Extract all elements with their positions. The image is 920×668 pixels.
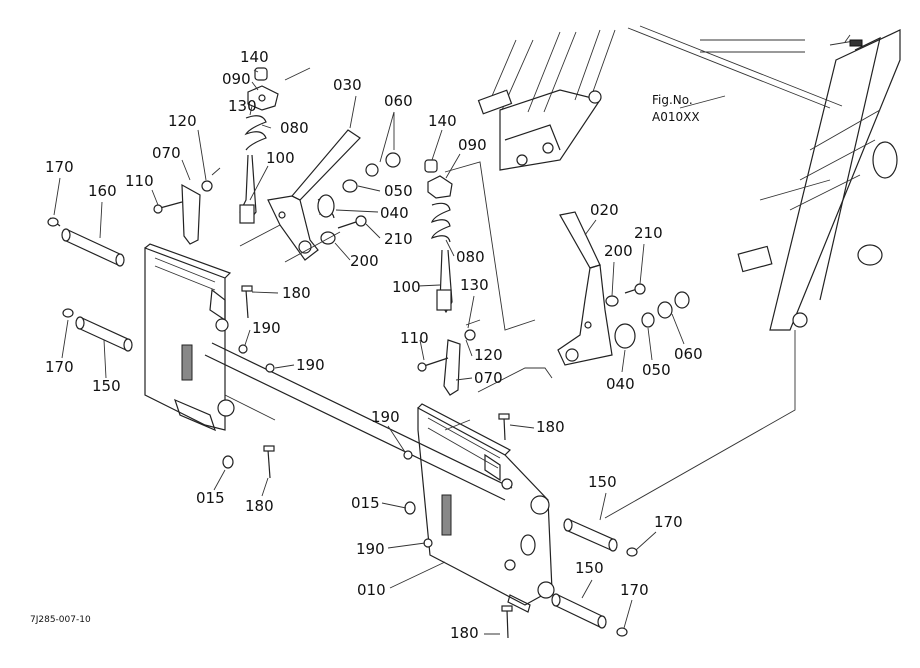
callout-110: 110 <box>125 172 154 190</box>
callout-040: 040 <box>606 375 635 393</box>
callout-090: 090 <box>458 136 487 154</box>
callout-130: 130 <box>460 276 489 294</box>
callout-160: 160 <box>88 182 117 200</box>
callout-170: 170 <box>45 358 74 376</box>
callout-140: 140 <box>428 112 457 130</box>
callout-170: 170 <box>654 513 683 531</box>
lever-020 <box>557 211 613 366</box>
callout-190: 190 <box>371 408 400 426</box>
callout-210: 210 <box>634 224 663 242</box>
pins-left <box>47 217 133 352</box>
callout-190: 190 <box>296 356 325 374</box>
callout-070: 070 <box>152 144 181 162</box>
callout-210: 210 <box>384 230 413 248</box>
callout-150: 150 <box>588 473 617 491</box>
callout-180: 180 <box>450 624 479 642</box>
callout-180: 180 <box>245 497 274 515</box>
callout-060: 060 <box>674 345 703 363</box>
cross-shaft <box>204 342 513 501</box>
callout-170: 170 <box>620 581 649 599</box>
leader-lines <box>53 69 685 635</box>
callout-170: 170 <box>45 158 74 176</box>
callout-030: 030 <box>333 76 362 94</box>
callout-040: 040 <box>380 204 409 222</box>
callout-labels: 140 090 130 080 120 070 100 110 170 160 … <box>45 48 703 642</box>
loader-frame <box>477 25 901 331</box>
callout-120: 120 <box>168 112 197 130</box>
callout-015: 015 <box>196 489 225 507</box>
figure-label: Fig.No. A010XX 7J285-007-10 <box>30 93 700 625</box>
callout-090: 090 <box>222 70 251 88</box>
right-hardware <box>417 159 690 396</box>
callout-080: 080 <box>280 119 309 137</box>
callout-150: 150 <box>92 377 121 395</box>
right-bracket-010 <box>417 403 555 613</box>
callout-015: 015 <box>351 494 380 512</box>
callout-190: 190 <box>252 319 281 337</box>
left-hardware <box>153 67 401 245</box>
callout-020: 020 <box>590 201 619 219</box>
callout-200: 200 <box>604 242 633 260</box>
callout-060: 060 <box>384 92 413 110</box>
callout-140: 140 <box>240 48 269 66</box>
fig-number: A010XX <box>652 110 700 124</box>
drawing-code: 7J285-007-10 <box>30 615 91 625</box>
callout-100: 100 <box>392 278 421 296</box>
lever-030 <box>267 129 361 261</box>
fig-label: Fig.No. <box>652 93 693 107</box>
callout-050: 050 <box>642 361 671 379</box>
callout-070: 070 <box>474 369 503 387</box>
callout-050: 050 <box>384 182 413 200</box>
reference-lines <box>239 67 796 519</box>
left-bracket <box>144 243 235 432</box>
callout-120: 120 <box>474 346 503 364</box>
callout-180: 180 <box>282 284 311 302</box>
callout-010: 010 <box>357 581 386 599</box>
callout-110: 110 <box>400 329 429 347</box>
callout-150: 150 <box>575 559 604 577</box>
callout-080: 080 <box>456 248 485 266</box>
callout-130: 130 <box>228 97 257 115</box>
callout-100: 100 <box>266 149 295 167</box>
pins-right <box>551 518 638 637</box>
callout-200: 200 <box>350 252 379 270</box>
callout-190: 190 <box>356 540 385 558</box>
callout-180: 180 <box>536 418 565 436</box>
